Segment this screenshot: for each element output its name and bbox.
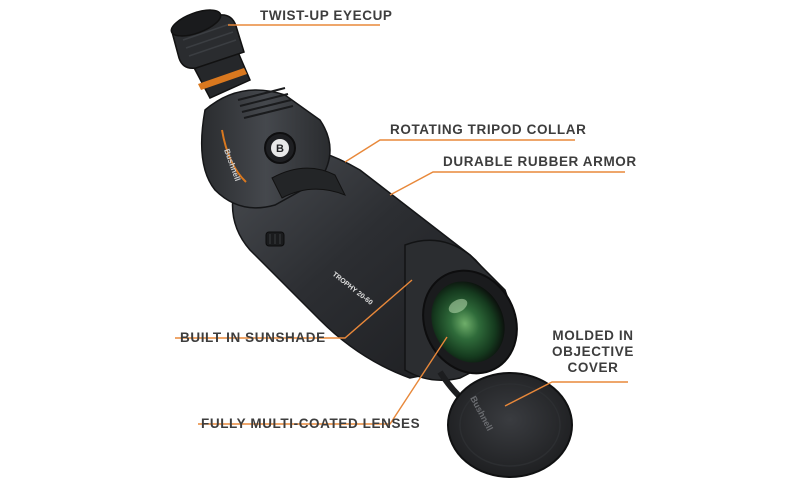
sunshade-leader	[175, 279, 413, 339]
callout-durable-rubber-armor: DURABLE RUBBER ARMOR	[443, 154, 637, 169]
tripod-collar-band	[271, 167, 347, 199]
callout-fully-multi-coated-lenses: FULLY MULTI-COATED LENSES	[201, 416, 421, 431]
twist-up-eyecup	[170, 9, 245, 70]
lenses-leader	[198, 336, 448, 425]
objective-cover: Bushnell	[447, 372, 573, 478]
callout-cover-line-1: MOLDED IN	[552, 328, 634, 343]
tripod-collar-knob: B	[264, 132, 296, 164]
eyepiece-accent-ring	[198, 68, 247, 90]
callout-built-in-sunshade: BUILT IN SUNSHADE	[180, 330, 326, 345]
grip-ridges	[237, 87, 294, 119]
callout-rotating-tripod-collar: ROTATING TRIPOD COLLAR	[390, 122, 587, 137]
spotting-scope: Bushnell B TROPHY 20-60	[170, 9, 573, 478]
callout-twist-up-eyecup: TWIST-UP EYECUP	[260, 8, 393, 23]
callout-molded-in-objective-cover: MOLDED IN OBJECTIVE COVER	[548, 328, 638, 376]
collar-leader	[344, 139, 575, 163]
mount-foot-knob	[265, 231, 285, 247]
objective-lens	[422, 269, 518, 375]
cover-leader	[504, 381, 628, 407]
collar-logo-mark: B	[276, 143, 284, 155]
callout-cover-line-3: COVER	[567, 360, 619, 375]
callout-cover-line-2: OBJECTIVE	[552, 344, 634, 359]
armor-leader	[389, 171, 625, 196]
leader-lines	[175, 24, 628, 425]
side-accent-line	[221, 129, 247, 183]
